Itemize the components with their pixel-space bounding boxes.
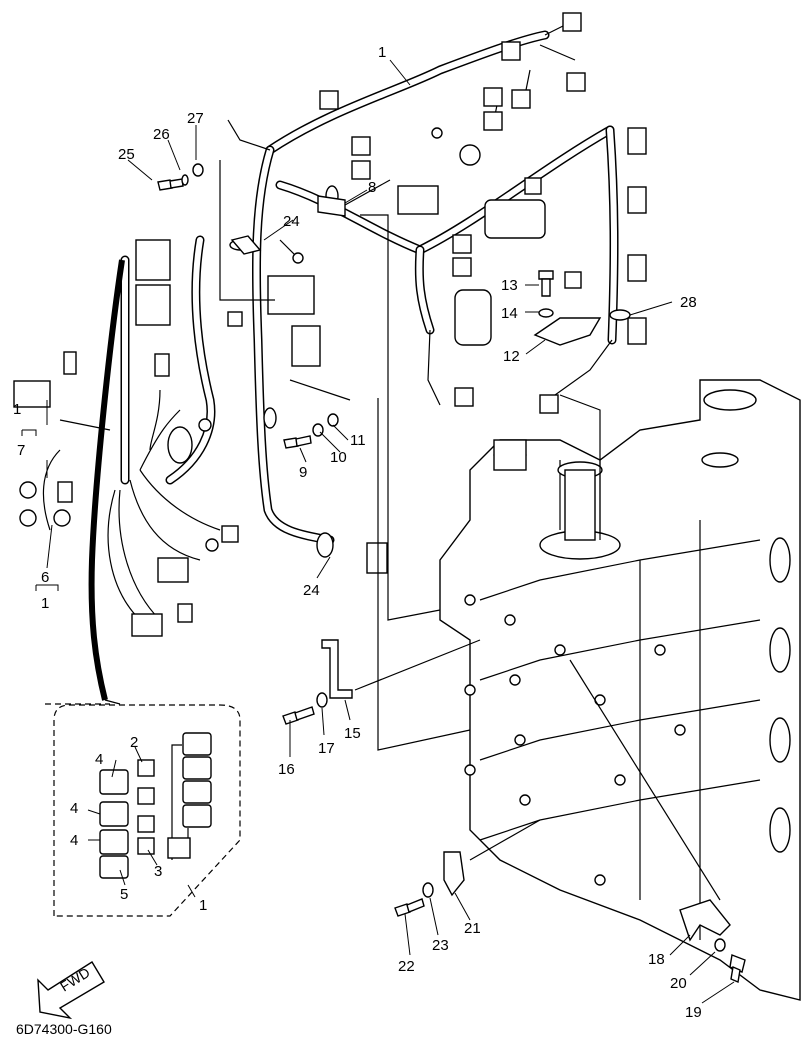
- relay-inset: [45, 699, 241, 917]
- callout-1-sub: 1: [41, 595, 49, 612]
- callout-1-inset: 1: [199, 897, 207, 914]
- fasteners: [157, 163, 746, 983]
- callout-28: 28: [680, 294, 697, 311]
- callout-8: 8: [368, 179, 376, 196]
- callout-11: 11: [350, 432, 366, 449]
- callout-25: 25: [118, 146, 135, 163]
- connectors: [13, 12, 647, 637]
- callout-19: 19: [685, 1004, 702, 1021]
- callout-26: 26: [153, 126, 170, 143]
- callout-6: 6: [41, 569, 49, 586]
- wires: [42, 24, 613, 621]
- callout-4a: 4: [95, 751, 103, 768]
- inset-pointer: [88, 259, 125, 701]
- callout-9: 9: [299, 464, 307, 481]
- engine-block: [439, 379, 801, 1001]
- callout-17: 17: [318, 740, 335, 757]
- callout-7: 7: [17, 442, 25, 459]
- callout-10: 10: [330, 449, 347, 466]
- fwd-arrow: FWD: [37, 961, 105, 1020]
- callout-16: 16: [278, 761, 295, 778]
- callout-15: 15: [344, 725, 361, 742]
- callout-13: 13: [501, 277, 518, 294]
- callout-1-harness: 1: [378, 44, 386, 61]
- callout-22: 22: [398, 958, 415, 975]
- callout-2: 2: [130, 734, 138, 751]
- callout-4b: 4: [70, 800, 78, 817]
- leader-lines: [21, 59, 735, 1004]
- callout-14: 14: [501, 305, 518, 322]
- callout-1-left: 1: [13, 401, 21, 418]
- callout-24-bottom: 24: [303, 582, 320, 599]
- callouts: 1 27 26 25 8 24 13 14 28 12 1 7 11 10 9 …: [13, 44, 702, 1021]
- callout-3: 3: [154, 863, 162, 880]
- callout-24-top: 24: [283, 213, 300, 230]
- drawing-code: 6D74300-G160: [16, 1021, 112, 1037]
- callout-5: 5: [120, 886, 128, 903]
- callout-20: 20: [670, 975, 687, 992]
- callout-18: 18: [648, 951, 665, 968]
- callout-4c: 4: [70, 832, 78, 849]
- callout-23: 23: [432, 937, 449, 954]
- callout-12: 12: [503, 348, 520, 365]
- callout-27: 27: [187, 110, 204, 127]
- callout-21: 21: [464, 920, 481, 937]
